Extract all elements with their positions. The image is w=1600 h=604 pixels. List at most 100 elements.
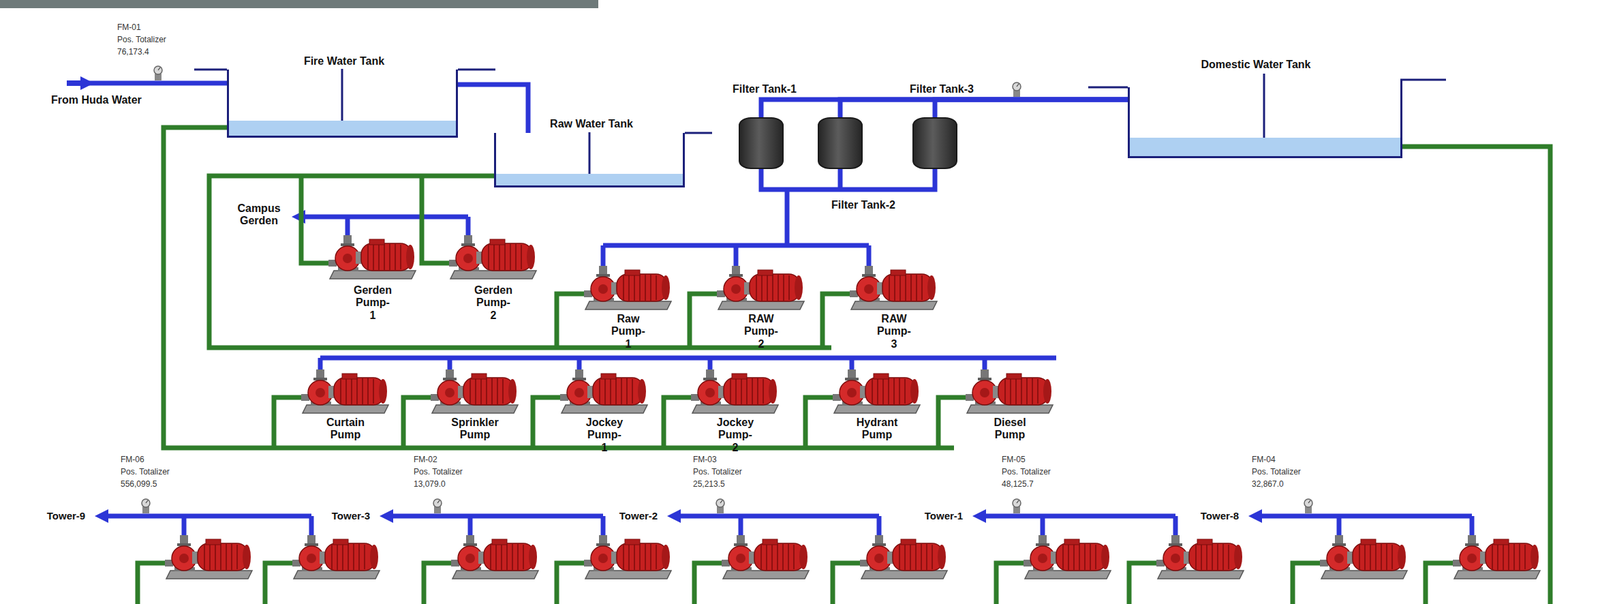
tower-discharge-header [390, 513, 604, 519]
flow-arrow [379, 509, 394, 523]
water-pipe [840, 99, 1128, 118]
inlet-pipe [80, 81, 227, 86]
pump-label: Gerden Pump-2 [474, 284, 513, 322]
filter-outlet-pipe [838, 168, 843, 190]
pump-symbol [690, 369, 779, 413]
pump-suction-pipe [137, 562, 167, 604]
pump-label: Curtain Pump [326, 416, 365, 442]
tower-discharge-header [983, 513, 1176, 519]
pump-suction-pipe [822, 293, 852, 348]
pump-discharge-pipe [447, 357, 453, 371]
pump-discharge-pipe [577, 357, 582, 371]
source-label: From Huda Water [51, 94, 142, 107]
pump-discharge-pipe [181, 515, 187, 537]
pump-label: Hydrant Pump [856, 416, 898, 442]
tank-label: Filter Tank-3 [909, 83, 974, 96]
flow-meter-symbol [141, 498, 150, 514]
meter-reading: 32,867.0 [1251, 479, 1284, 490]
pump-symbol [449, 235, 537, 279]
tank-wall [194, 68, 227, 71]
pump-discharge-pipe [309, 515, 315, 537]
flow-meter-symbol [154, 66, 163, 81]
water-pipe [934, 99, 1128, 118]
meter-reading: FM-05 [1001, 455, 1026, 465]
meter-reading: 13,079.0 [413, 479, 446, 490]
pump-discharge-pipe [466, 216, 471, 237]
flow-arrow [94, 509, 109, 523]
meter-reading: FM-06 [120, 455, 145, 465]
pump-symbol [292, 534, 380, 579]
pump-discharge-pipe [733, 245, 739, 268]
tower-label: Tower-3 [331, 509, 371, 522]
pump-label: Jockey Pump-1 [586, 416, 623, 454]
pump-suction-pipe [996, 562, 1025, 604]
pump-discharge-pipe [345, 216, 351, 237]
pump-symbol [1452, 534, 1541, 579]
pump-discharge-pipe [1336, 515, 1342, 537]
fire-suction-main [163, 127, 955, 448]
tower-label: Tower-1 [924, 509, 963, 522]
water-tank: Fire Water Tank [226, 69, 458, 138]
meter-reading: Pos. Totalizer [117, 35, 167, 45]
meter-reading: FM-02 [413, 455, 438, 465]
pump-symbol [849, 265, 937, 310]
filter-tank: Filter Tank-3 [912, 117, 958, 169]
pump-symbol [328, 235, 416, 279]
pump-suction-pipe [805, 397, 835, 448]
meter-reading: FM-04 [1251, 455, 1276, 465]
filter-tank: Filter Tank-2 [817, 117, 863, 169]
pump-suction-pipe [694, 562, 723, 604]
domestic-suction-main [1402, 146, 1551, 604]
pump-label: Sprinkler Pump [451, 416, 499, 442]
tower-discharge-header [105, 513, 312, 519]
pump-discharge-pipe [738, 515, 744, 537]
meter-reading: Pos. Totalizer [413, 467, 463, 478]
pump-label: Raw Pump-1 [611, 312, 646, 351]
water-tank: Raw Water Tank [494, 132, 685, 188]
pump-suction-pipe [1129, 562, 1158, 604]
pump-suction-pipe [832, 562, 862, 604]
pump-discharge-pipe [318, 357, 323, 371]
tower-label: Tower-2 [619, 509, 658, 522]
pump-suction-pipe [301, 175, 330, 264]
filter-outlet-manifold [761, 168, 935, 190]
pump-label: Diesel Pump [993, 416, 1026, 442]
tower-discharge-header [678, 513, 880, 519]
pump-suction-pipe [532, 397, 562, 448]
flow-arrow [667, 509, 681, 523]
pump-symbol [965, 369, 1053, 413]
pump-suction-pipe [556, 293, 586, 348]
pump-symbol [164, 534, 253, 579]
pump-suction-pipe [1292, 562, 1322, 604]
water-tank: Domestic Water Tank [1127, 87, 1403, 159]
meter-reading: 556,099.5 [120, 479, 157, 490]
flow-meter-symbol [1012, 82, 1021, 97]
water-pipe [761, 99, 1128, 118]
flow-meter-symbol [1304, 498, 1313, 514]
tower-label: Tower-9 [47, 509, 86, 522]
pump-symbol [1156, 534, 1244, 579]
tower-discharge-header [1259, 513, 1472, 519]
pump-symbol [451, 534, 539, 579]
tower-label: Tower-8 [1200, 509, 1239, 522]
pump-symbol [1319, 534, 1408, 579]
pump-suction-pipe [423, 562, 453, 604]
pump-symbol [301, 369, 389, 413]
meter-reading: Pos. Totalizer [693, 467, 743, 478]
pump-label: Jockey Pump-2 [716, 416, 754, 454]
pump-label: RAW Pump-3 [877, 312, 912, 351]
tank-wall [1401, 79, 1447, 88]
pump-symbol [716, 265, 805, 310]
pump-suction-pipe [421, 175, 451, 264]
filter-tank: Filter Tank-1 [738, 117, 784, 169]
pump-discharge-pipe [708, 357, 713, 371]
pump-suction-pipe [689, 293, 719, 348]
pump-discharge-pipe [982, 357, 988, 371]
pump-suction-pipe [273, 397, 303, 448]
tank-label: Raw Water Tank [549, 117, 634, 131]
pump-label: Campus Gerden [237, 202, 281, 228]
flow-arrow [972, 509, 987, 523]
inlet-arrow [66, 80, 82, 86]
flow-arrow [80, 76, 95, 90]
